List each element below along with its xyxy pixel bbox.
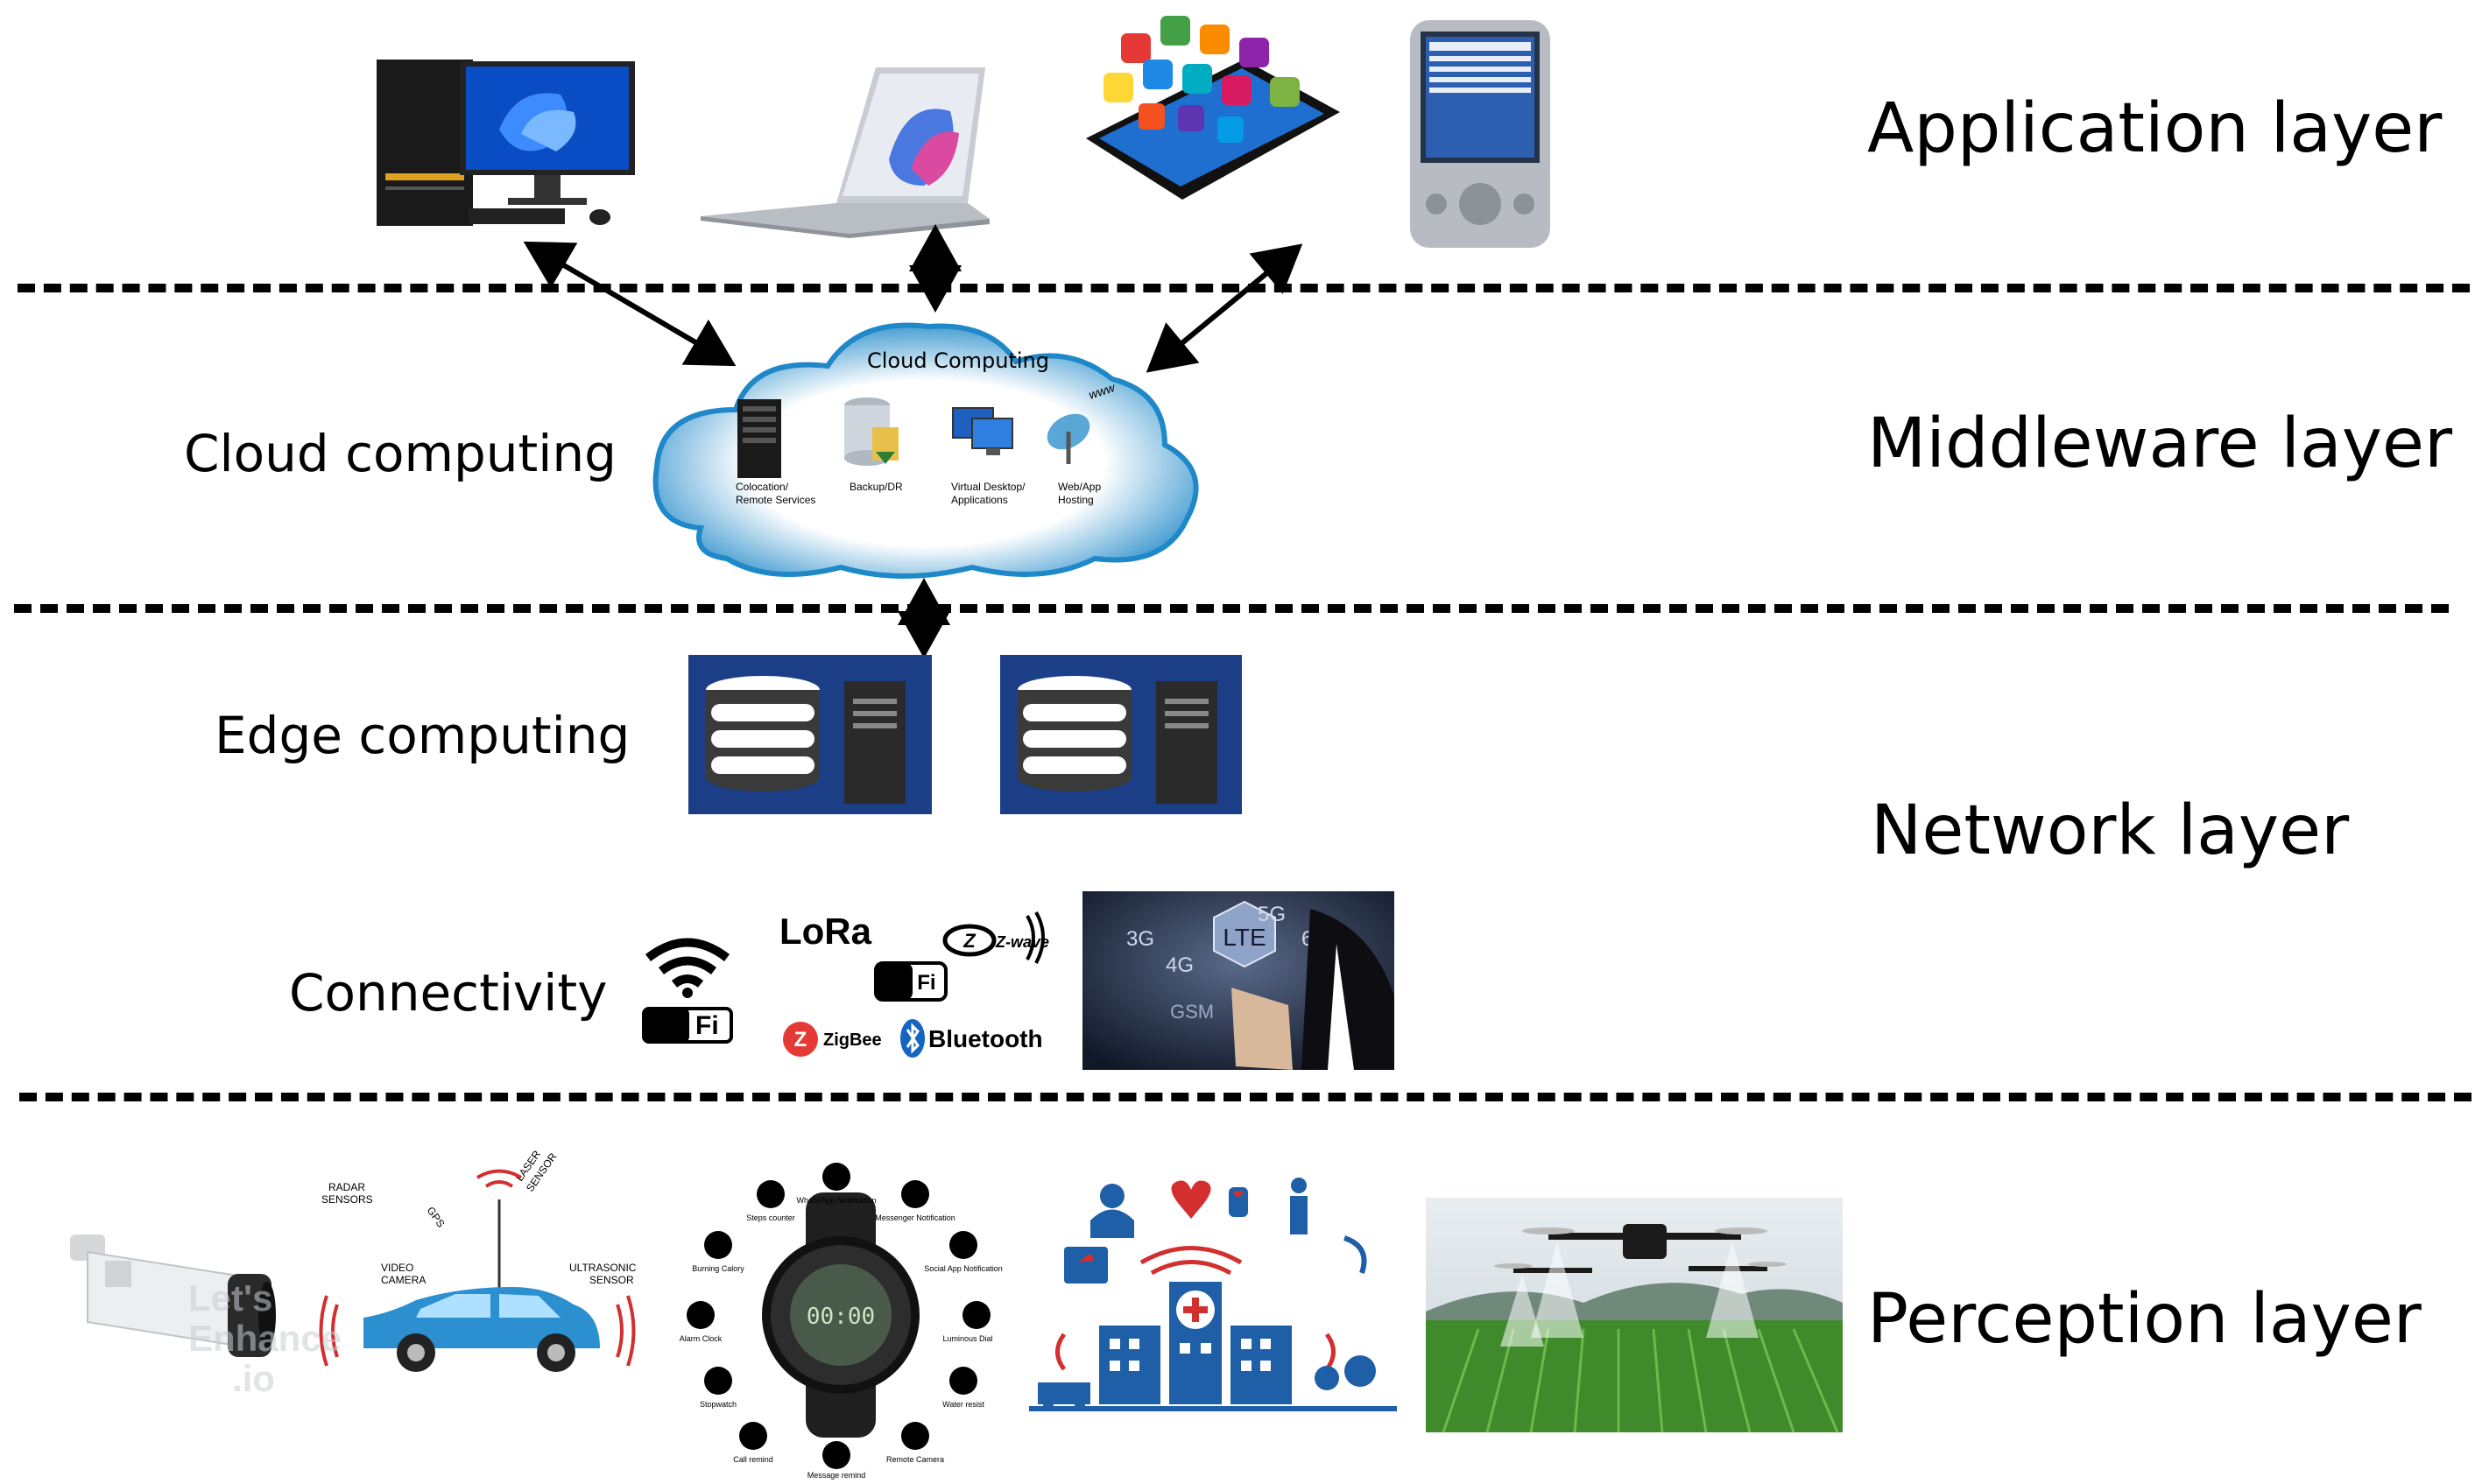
watermark-line: Enhance [188, 1318, 342, 1359]
watch-display: 00:00 [807, 1304, 875, 1330]
smartwatch-icon: 00:00 Steps counter Whats/App Notificati… [680, 1163, 1003, 1480]
cell-label: 5G [1258, 903, 1286, 926]
arrow-smartphone-cloud [1146, 243, 1303, 373]
watermark: Let's Enhance .io [188, 1278, 342, 1399]
ultrasonic-label: SENSOR [589, 1274, 634, 1286]
watch-feature-label: Stopwatch [700, 1400, 737, 1409]
perception-layer-title: Perception layer [1867, 1280, 2422, 1359]
network-layer-title: Network layer [1871, 791, 2350, 870]
gps-label: GPS [425, 1205, 448, 1230]
service-label: Web/App [1058, 481, 1101, 493]
service-label: Applications [951, 494, 1008, 506]
laptop-icon [701, 67, 990, 238]
watch-feature-label: Call remind [733, 1455, 773, 1464]
zigbee-text: ZigBee [823, 1030, 882, 1050]
smart-hospital-icon [1029, 1178, 1397, 1411]
zwave-text: Z-wave [995, 933, 1049, 951]
cell-label: GSM [1170, 1001, 1214, 1023]
watch-feature-label: Alarm Clock [680, 1334, 723, 1343]
camera-label: VIDEO [381, 1262, 413, 1274]
cell-label: 4G [1166, 953, 1194, 977]
pda-device-icon [1410, 20, 1550, 248]
cloud-computing-diagram: Cloud Computing www Colocation/ Remote S… [652, 322, 1199, 579]
watch-feature-label: Messenger Notification [875, 1213, 955, 1222]
smartphone-apps-icon [1086, 16, 1340, 200]
autonomous-car-icon: RADAR SENSORS LASER SENSOR GPS VIDEO CAM… [319, 1148, 637, 1372]
service-label: Backup/DR [850, 481, 903, 493]
zigbee-logo-icon: Z ZigBee [783, 1022, 882, 1057]
service-label: Hosting [1058, 494, 1094, 506]
radar-label: RADAR [328, 1181, 365, 1193]
separator-middleware-network [14, 604, 2449, 613]
camera-label: CAMERA [381, 1274, 426, 1286]
wifi2-text: Wi Fi [885, 971, 935, 995]
cellular-network-image: LTE 3G 4G 5G 6G GSM 2G [1082, 891, 1394, 1070]
desktop-computer-icon [377, 60, 635, 226]
watch-feature-label: Water resist [942, 1400, 984, 1409]
ultrasonic-label: ULTRASONIC [569, 1262, 637, 1274]
connectivity-label: Connectivity [289, 963, 608, 1023]
agricultural-drone-image [1426, 1198, 1843, 1433]
watch-feature-label: Steps counter [746, 1213, 795, 1222]
radar-label: SENSORS [321, 1193, 373, 1206]
watermark-line: .io [232, 1358, 275, 1399]
edge-server-icon [688, 655, 932, 814]
watermark-line: Let's [188, 1277, 273, 1319]
service-label: Remote Services [736, 494, 815, 506]
service-label: Colocation/ [736, 481, 789, 493]
monitors-icon [952, 407, 1013, 455]
lora-logo: LoRa [779, 911, 871, 952]
middleware-layer-title: Middleware layer [1867, 404, 2453, 483]
cell-label: 3G [1126, 927, 1154, 951]
wifi-text: Wi Fi [656, 1011, 718, 1040]
cloud-title: Cloud Computing [867, 348, 1049, 373]
cctv-camera-icon [70, 1234, 276, 1357]
application-layer-title: Application layer [1867, 89, 2443, 168]
zwave-logo-icon: Z Z-wave [942, 911, 1049, 964]
bluetooth-logo-icon: Bluetooth [900, 1019, 1043, 1058]
watch-feature-label: Remote Camera [886, 1455, 944, 1464]
server-rack-icon [737, 399, 781, 478]
edge-server-icon [1000, 655, 1242, 814]
watch-feature-label: Social App Notification [924, 1264, 1003, 1273]
wifi-logo-icon: Wi Fi [642, 938, 733, 1044]
separator-network-perception [19, 1093, 2471, 1101]
svg-text:Z: Z [962, 930, 977, 952]
database-backup-icon [844, 397, 899, 466]
lte-label: LTE [1223, 924, 1266, 951]
wifi-badge-icon: Wi Fi [874, 961, 948, 1002]
arrow-desktop-cloud [523, 241, 737, 367]
cloud-computing-label: Cloud computing [184, 424, 617, 483]
edge-computing-label: Edge computing [215, 706, 631, 765]
watch-feature-label: Luminous Dial [942, 1334, 992, 1343]
svg-text:Z: Z [794, 1028, 807, 1051]
service-label: Virtual Desktop/ [951, 481, 1026, 493]
bluetooth-text: Bluetooth [928, 1025, 1043, 1052]
watch-feature-label: Message remind [807, 1471, 866, 1480]
watch-feature-label: Whats/App Notification [796, 1196, 876, 1205]
watch-feature-label: Burning Calory [692, 1264, 744, 1273]
